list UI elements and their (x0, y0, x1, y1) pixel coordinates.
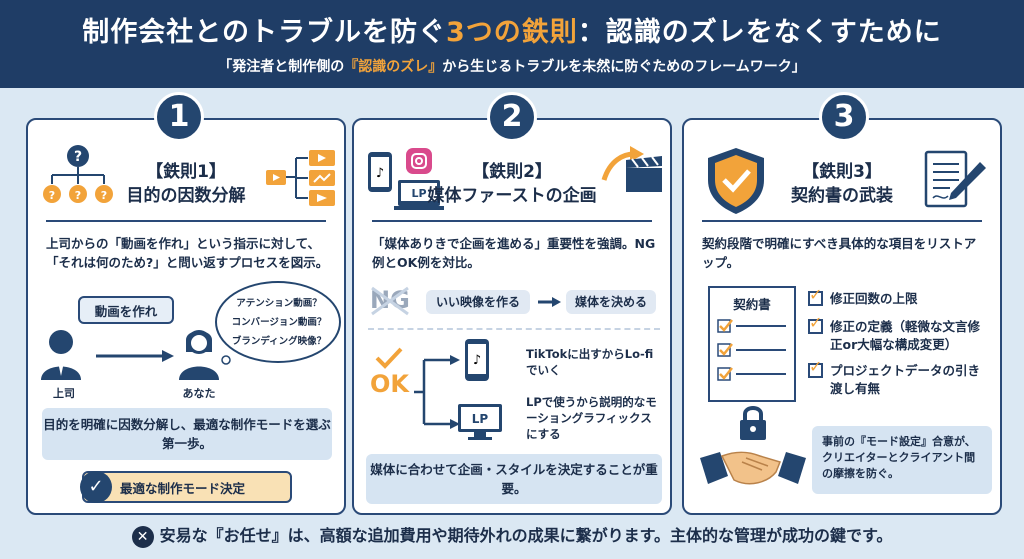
lp-monitor-icon: LP (458, 404, 502, 440)
ng-step-1: いい映像を作る (426, 290, 530, 314)
ok-lp-text: LPで使うから説明的なモーショングラフィックスにする (526, 395, 657, 441)
svg-text:?: ? (49, 189, 55, 202)
arrow-right-icon (96, 350, 174, 362)
rule-2-card: ♪ LP 【鉄則2】 媒体ファーストの企画 「媒体ありきで企画を進める」重要性を… (352, 118, 672, 515)
contract-item-2: ✓ 修正の定義（軽微な文言修正or大幅な構成変更） (808, 313, 981, 352)
ok-label: OK (370, 370, 409, 398)
thought-cloud-icon (215, 281, 341, 365)
rule-1-card: ? ? ? ? 【鉄則1】 目的の因数分解 上司からの「動画を作れ」という指示に… (26, 118, 346, 515)
page-subtitle: 「発注者と制作側の『認識のズレ』から生じるトラブルを未然に防ぐためのフレームワー… (218, 59, 806, 75)
rule-2-summary: 媒体に合わせて企画・スタイルを決定することが重要。 (366, 454, 662, 504)
contract-pen-icon (924, 150, 986, 208)
rule-3-heading: 【鉄則3】 契約書の武装 (791, 162, 893, 206)
clapperboard-icon (601, 146, 662, 192)
x-icon: ✕ (131, 525, 154, 548)
rule-1-number: 1 (154, 92, 204, 142)
ok-branch-arrows (414, 355, 460, 429)
rule-3-number: 3 (819, 92, 869, 142)
contract-doc-title: 契約書 (733, 297, 771, 312)
you-label: あなた (182, 387, 216, 400)
video-branches-icon (266, 150, 335, 206)
svg-text:?: ? (75, 189, 81, 202)
ok-tiktok-text: TikTokに出すからLo-fiでいく (526, 347, 654, 377)
you-person-icon (179, 330, 219, 380)
rule-1-description: 上司からの「動画を作れ」という指示に対して、「それは何のため?」と問い返すプロセ… (46, 236, 329, 270)
header-banner: 制作会社とのトラブルを防ぐ3つの鉄則：認識のズレをなくすために 「発注者と制作側… (0, 0, 1024, 88)
svg-text:?: ? (74, 149, 82, 165)
svg-text:♪: ♪ (376, 166, 384, 181)
order-speech-bubble: 動画を作れ (78, 296, 174, 324)
contract-document: 契約書 (708, 286, 796, 402)
svg-text:?: ? (101, 189, 107, 202)
boss-person-icon (41, 330, 81, 380)
rule-3-note: 事前の『モード設定』合意が、クリエイターとクライアント間の摩擦を防ぐ。 (812, 426, 992, 494)
page-title: 制作会社とのトラブルを防ぐ3つの鉄則：認識のズレをなくすために (82, 17, 942, 48)
ng-step-2: 媒体を決める (566, 290, 656, 314)
shield-check-icon (708, 148, 764, 214)
checklist-icon (717, 319, 786, 381)
footer-warning: ✕安易な『お任せ』は、高額な追加費用や期待外れの成果に繋がります。主体的な管理が… (0, 518, 1024, 559)
rule-1-divider (46, 220, 326, 222)
question-hierarchy-icon: ? ? ? ? (43, 145, 113, 203)
boss-label: 上司 (53, 387, 75, 400)
checkbox-icon (808, 319, 823, 334)
rule-2-divider (372, 220, 652, 222)
thought-options: アテンション動画？ コンバージョン動画？ ブランディング映像？ (231, 298, 327, 347)
check-mark-icon: ✓ (809, 313, 823, 332)
rule-3-card: 【鉄則3】 契約書の武装 契約段階で明確にすべき具体的な項目をリストアップ。 契… (682, 118, 1002, 515)
handshake-lock-icon (700, 406, 806, 485)
rule-3-divider (702, 220, 982, 222)
result-badge: ✓ 最適な制作モード決定 (80, 471, 292, 503)
ok-check-icon (375, 347, 403, 369)
checkbox-icon (808, 291, 823, 306)
ng-cross-icon (371, 286, 409, 316)
ng-arrow-icon (538, 297, 561, 307)
ng-ok-separator (368, 328, 660, 330)
check-mark-icon: ✓ (809, 285, 823, 304)
contract-item-3: ✓ プロジェクトデータの引き渡し有無 (808, 357, 981, 396)
svg-text:♪: ♪ (473, 353, 481, 368)
rule-1-summary: 目的を明確に因数分解し、最適な制作モードを選ぶ第一歩。 (42, 408, 332, 460)
check-circle-icon: ✓ (80, 471, 112, 503)
contract-item-1: ✓ 修正回数の上限 (808, 285, 918, 306)
rule-1-heading: 【鉄則1】 目的の因数分解 (126, 162, 246, 206)
rule-2-heading: 【鉄則2】 媒体ファーストの企画 (427, 162, 597, 206)
svg-text:LP: LP (411, 187, 426, 200)
tiktok-phone-icon: ♪ (465, 339, 489, 381)
rule-3-description: 契約段階で明確にすべき具体的な項目をリストアップ。 (702, 236, 977, 270)
rule-2-description: 「媒体ありきで企画を進める」重要性を強調。NG例とOK例を対比。 (372, 236, 656, 270)
result-label: 最適な制作モード決定 (120, 481, 246, 496)
media-devices-icon: ♪ LP (368, 148, 444, 210)
svg-text:LP: LP (472, 412, 489, 426)
checkbox-icon (808, 363, 823, 378)
check-mark-icon: ✓ (809, 357, 823, 376)
rule-2-number: 2 (487, 92, 537, 142)
